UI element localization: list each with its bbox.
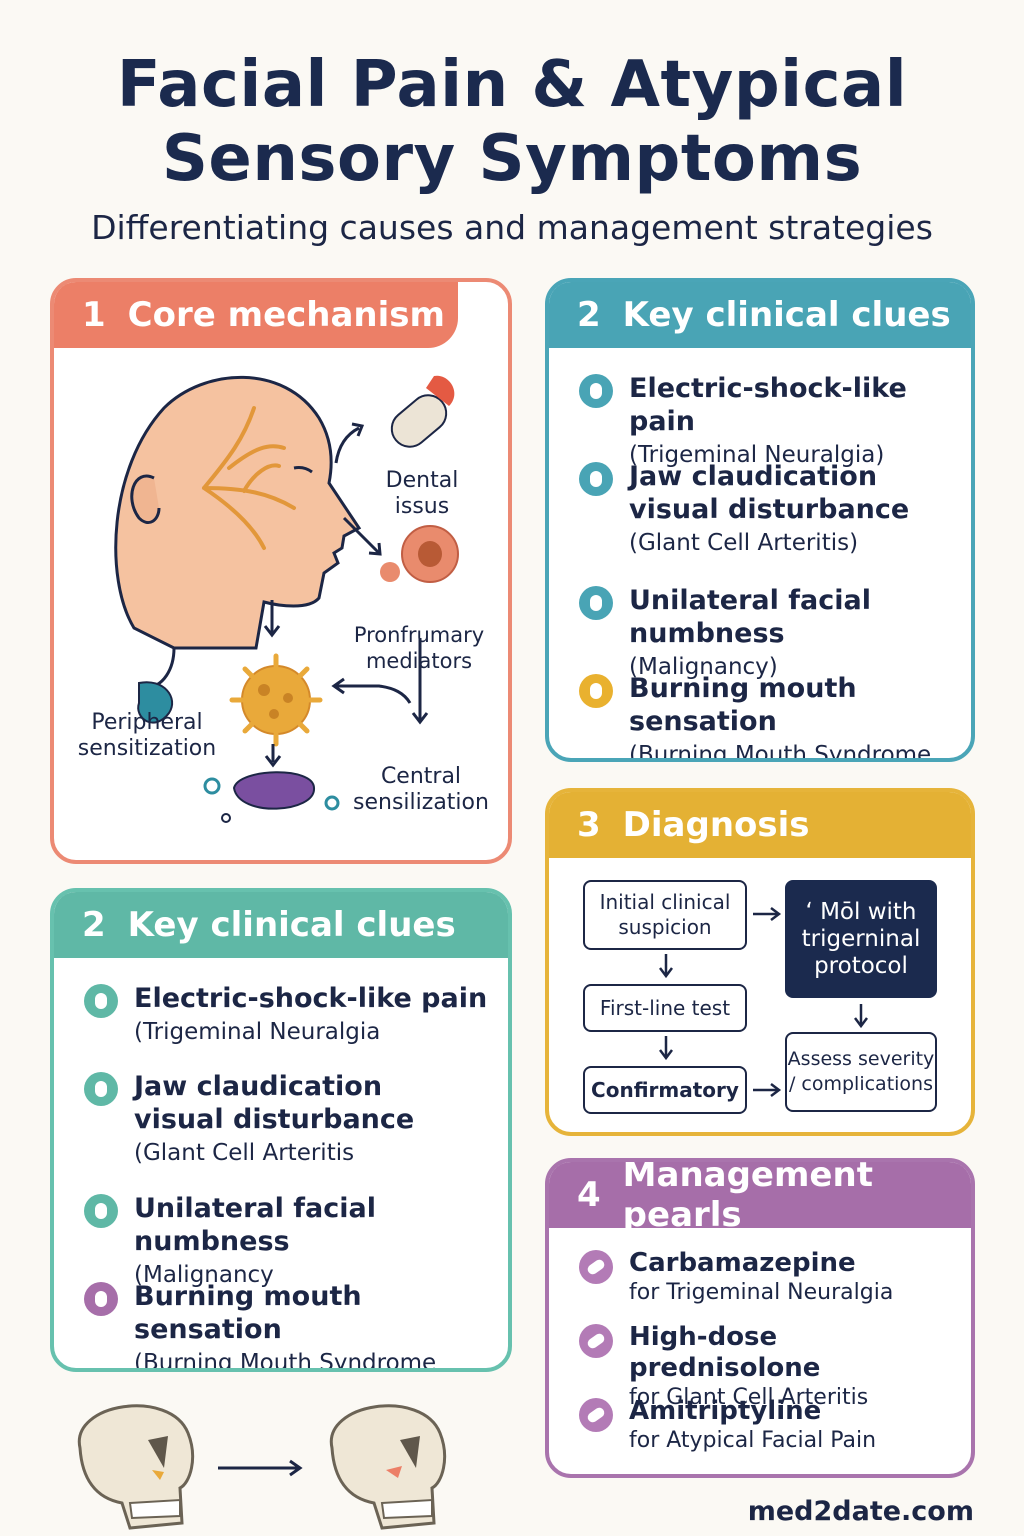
clue-item: Unilateral facial numbness(Malignancy [84, 1192, 508, 1291]
label-nav: Nay! [251, 809, 292, 829]
clue-item: Jaw claudication visual disturbance(Glan… [579, 460, 909, 559]
key-clues-card-right: 2 Key clinical clues Electric-shock-like… [545, 278, 975, 762]
management-header: 4 Management pearls [549, 1162, 971, 1235]
pill-icon [579, 1250, 613, 1284]
numbness-icon [84, 1194, 118, 1228]
mechanism-illustration [114, 375, 459, 823]
lightning-icon [84, 984, 118, 1018]
label-peripheral: Peripheral sensitization [77, 710, 217, 761]
core-mechanism-card: 1 Core mechanism [50, 278, 512, 864]
mediator-cell-icon [380, 525, 459, 583]
step-confirmatory: Confirmatory [583, 1066, 747, 1114]
step-initial-suspicion: Initial clinical suspicion [583, 880, 747, 950]
pill-icon [390, 375, 455, 448]
clue-item: Electric-shock-like pain(Trigeminal Neur… [84, 982, 487, 1048]
arrow-to-dental [334, 426, 360, 464]
mouth-icon [84, 1282, 118, 1316]
skull-icon [329, 1404, 447, 1530]
label-mediators: Pronfrumary mediators [353, 623, 485, 673]
page-subtitle: Differentiating causes and management st… [91, 208, 933, 247]
arrow-central-to-cell [336, 684, 412, 704]
skull-icon [77, 1404, 195, 1530]
key-clues-header-left: 2 Key clinical clues [54, 892, 508, 958]
clue-item: Jaw claudication visual disturbance(Glan… [84, 1070, 414, 1169]
page-title: Facial Pain & Atypical Sensory Symptoms [116, 48, 908, 196]
ganglion-icon [137, 681, 174, 724]
key-clues-card-left: 2 Key clinical clues Electric-shock-like… [50, 888, 512, 1372]
diagnosis-flow-arrows [659, 907, 868, 1097]
eye-icon [579, 462, 613, 496]
arrow-to-mediators [342, 516, 381, 555]
step-first-line-test: First-line test [583, 984, 747, 1032]
label-dental: Dental issus [385, 468, 459, 519]
skull-comparison [77, 1404, 447, 1530]
trigeminal-nerve-icon [202, 406, 296, 550]
flame-icon [579, 674, 613, 708]
step-assess-severity: Assess severity / complications [785, 1032, 937, 1112]
label-central: Central sensilization [353, 764, 489, 815]
diagnosis-card: 3 Diagnosis Initial clinical suspicion F… [545, 788, 975, 1136]
eye-icon [84, 1072, 118, 1106]
clue-item: Burning mouth sensation(Burning Mouth Sy… [579, 672, 971, 758]
footer-brand[interactable]: med2date.com [747, 1496, 974, 1527]
pill-icon [579, 1324, 613, 1358]
step-mri-trigeminal: ʻ Mōl with trigerninal protocol [785, 880, 937, 998]
numbness-icon [579, 586, 613, 620]
ear-icon [130, 474, 161, 524]
clue-item: Unilateral facial numbness(Malignancy) [579, 584, 971, 683]
diagnosis-header: 3 Diagnosis [549, 792, 971, 858]
clue-item: Electric-shock-like pain(Trigeminal Neur… [579, 372, 971, 471]
sensitization-cell-icon [229, 653, 323, 747]
clue-item: Burning mouth sensation(Burning Mouth Sy… [84, 1280, 508, 1368]
pill-icon [579, 1398, 613, 1432]
core-mechanism-header: 1 Core mechanism [54, 282, 458, 348]
lightning-icon [579, 374, 613, 408]
key-clues-header-right: 2 Key clinical clues [549, 282, 971, 348]
channel-icon [203, 771, 340, 823]
